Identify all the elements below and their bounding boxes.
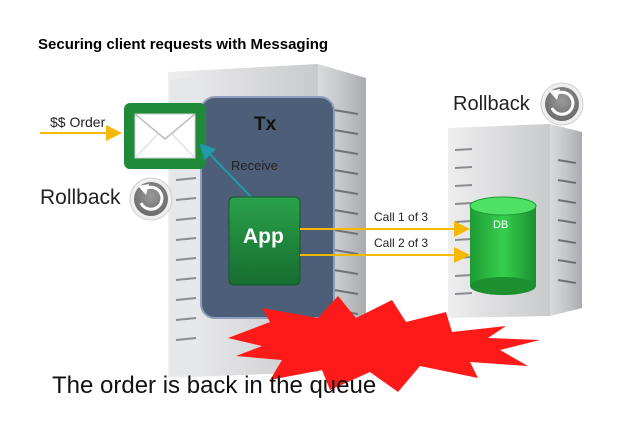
rollback-icon-left xyxy=(129,177,173,221)
footer-caption: The order is back in the queue xyxy=(52,372,377,399)
app-label: App xyxy=(243,225,284,248)
rollback-icon-right xyxy=(540,82,584,126)
receive-label: Receive xyxy=(231,158,278,173)
diagram-title: Securing client requests with Messaging xyxy=(38,36,329,53)
receive-arrow xyxy=(199,143,253,199)
explosion-shape xyxy=(228,296,540,392)
order-label: $$ Order xyxy=(50,114,106,130)
call-1-label: Call 1 of 3 xyxy=(374,210,429,224)
rollback-label-right: Rollback xyxy=(453,93,530,115)
tx-label: Tx xyxy=(254,114,277,135)
app-box xyxy=(228,196,301,286)
rollback-label-left: Rollback xyxy=(40,186,121,209)
call-2-label: Call 2 of 3 xyxy=(374,236,429,250)
db-label: DB xyxy=(493,219,509,231)
envelope-icon xyxy=(124,103,206,169)
database-icon xyxy=(469,196,537,295)
